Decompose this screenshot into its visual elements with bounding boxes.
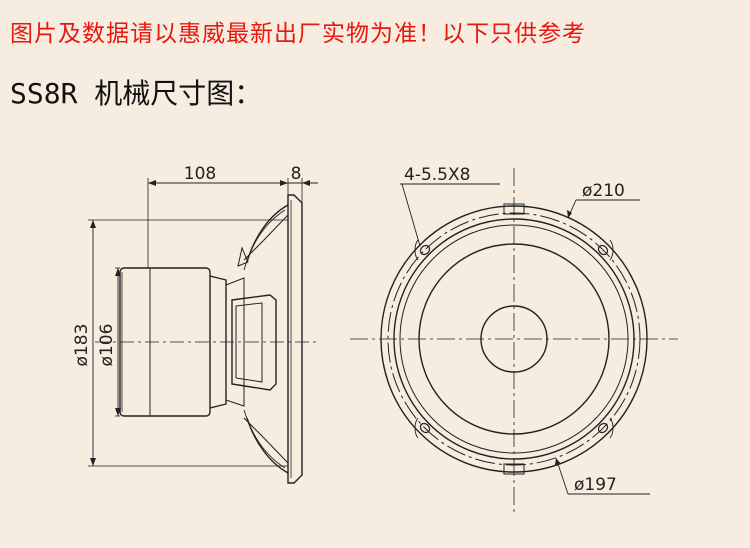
side-view — [88, 178, 318, 484]
dim-outer-front-label: ø210 — [582, 181, 625, 201]
front-mounting-holes — [414, 239, 614, 439]
dim-magnet-label: ø106 — [97, 324, 117, 367]
dim-holes-label: 4-5.5X8 — [404, 165, 470, 185]
dim-depth-label: 108 — [184, 164, 216, 184]
dim-outer-side-label: ø183 — [72, 324, 92, 367]
side-basket-top — [246, 204, 289, 263]
notice-text: 图片及数据请以惠威最新出厂实物为准！以下只供参考 — [10, 21, 586, 47]
dim-bolt-circle-label: ø197 — [574, 475, 617, 495]
dim-flange-label: 8 — [291, 164, 302, 184]
drawing-title: SS8R 机械尺寸图： — [10, 77, 263, 110]
side-inner-cone — [231, 294, 277, 391]
front-view — [350, 168, 678, 512]
side-flange — [287, 194, 303, 484]
side-basket-bottom — [246, 417, 289, 474]
